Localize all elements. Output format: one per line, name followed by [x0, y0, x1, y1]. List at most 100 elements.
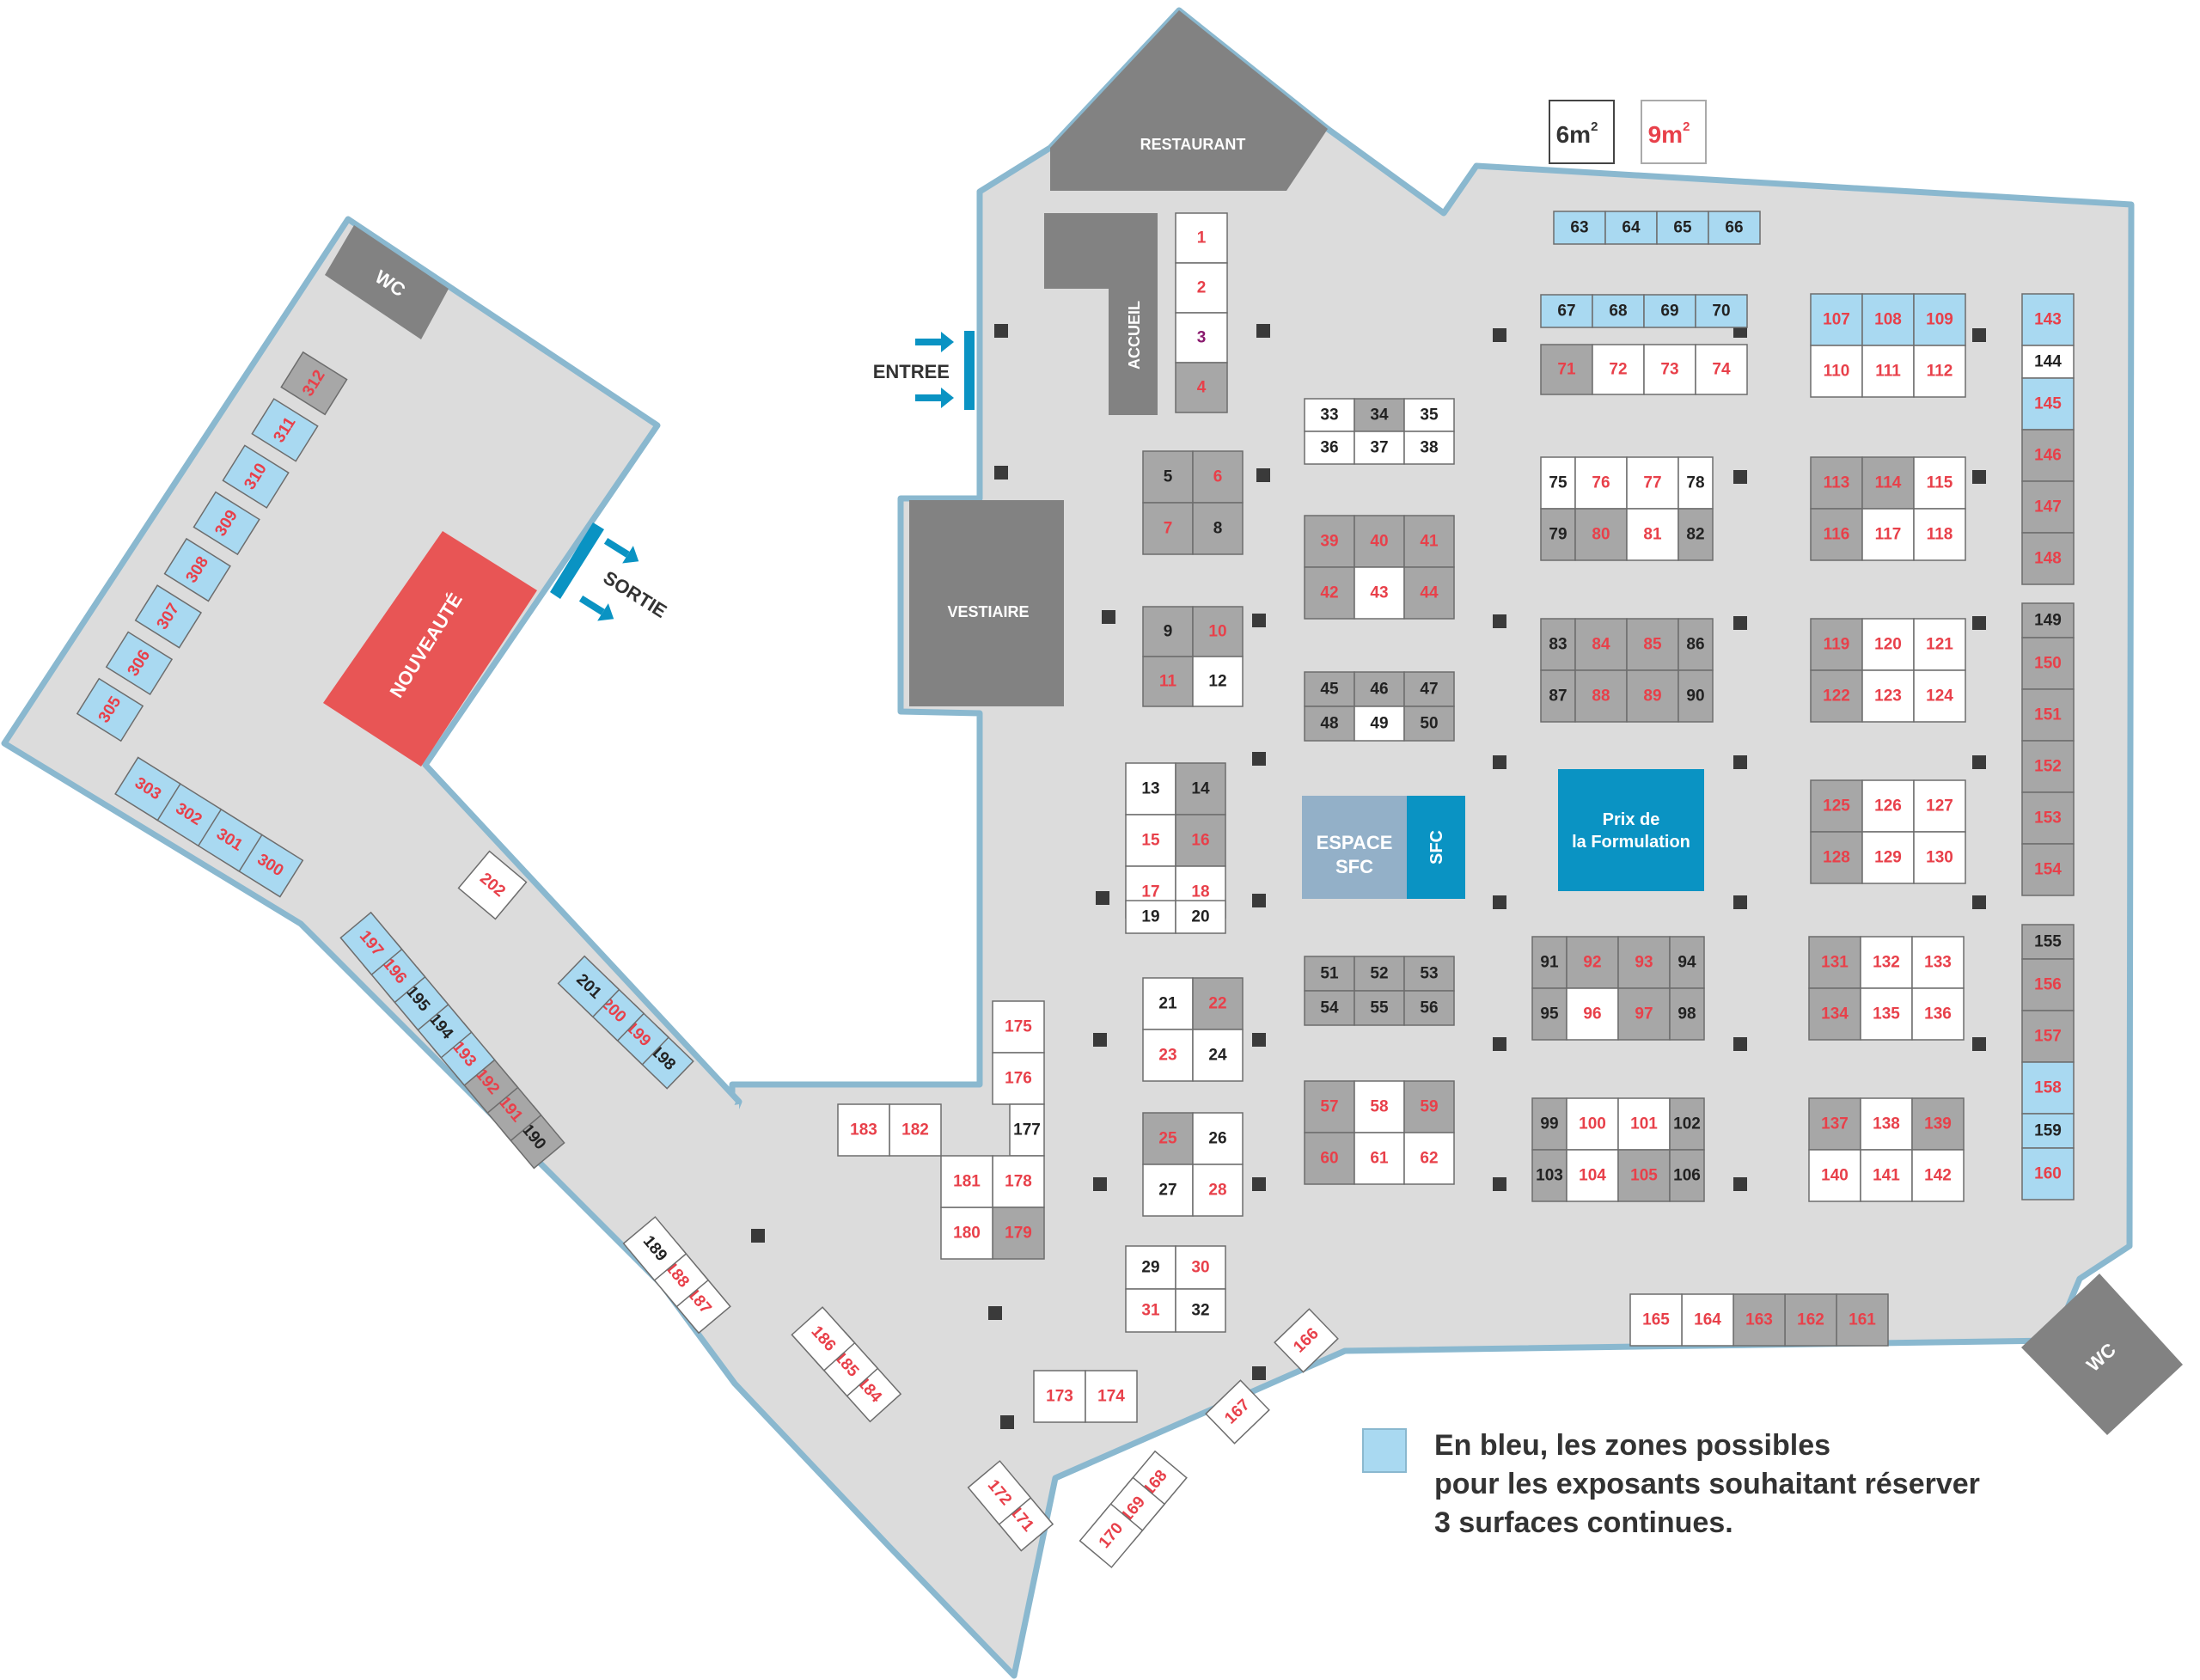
booth-91[interactable]: 91: [1531, 936, 1568, 989]
booth-14[interactable]: 14: [1175, 762, 1226, 816]
booth-6[interactable]: 6: [1192, 450, 1244, 504]
booth-68[interactable]: 68: [1592, 294, 1645, 328]
booth-125[interactable]: 125: [1810, 779, 1863, 833]
booth-305[interactable]: 305: [76, 677, 144, 742]
booth-92[interactable]: 92: [1566, 936, 1619, 989]
booth-166[interactable]: 166: [1274, 1308, 1339, 1373]
booth-146[interactable]: 146: [2021, 429, 2075, 482]
booth-139[interactable]: 139: [1911, 1097, 1965, 1151]
booth-94[interactable]: 94: [1669, 936, 1705, 989]
booth-63[interactable]: 63: [1553, 211, 1606, 245]
booth-120[interactable]: 120: [1861, 618, 1915, 671]
booth-104[interactable]: 104: [1566, 1149, 1619, 1202]
booth-154[interactable]: 154: [2021, 843, 2075, 896]
booth-51[interactable]: 51: [1304, 956, 1355, 992]
booth-79[interactable]: 79: [1540, 508, 1576, 561]
booth-28[interactable]: 28: [1192, 1164, 1244, 1217]
booth-302[interactable]: 302: [155, 782, 223, 847]
booth-99[interactable]: 99: [1531, 1097, 1568, 1151]
booth-202[interactable]: 202: [457, 850, 528, 920]
booth-12[interactable]: 12: [1192, 656, 1244, 707]
booth-58[interactable]: 58: [1354, 1080, 1405, 1133]
booth-95[interactable]: 95: [1531, 987, 1568, 1041]
booth-308[interactable]: 308: [163, 537, 231, 602]
booth-71[interactable]: 71: [1540, 344, 1593, 395]
booth-10[interactable]: 10: [1192, 606, 1244, 657]
booth-180[interactable]: 180: [940, 1207, 993, 1260]
booth-173[interactable]: 173: [1033, 1370, 1086, 1423]
booth-31[interactable]: 31: [1125, 1288, 1176, 1333]
booth-26[interactable]: 26: [1192, 1112, 1244, 1165]
booth-41[interactable]: 41: [1403, 515, 1455, 568]
booth-306[interactable]: 306: [105, 631, 174, 696]
booth-96[interactable]: 96: [1566, 987, 1619, 1041]
booth-106[interactable]: 106: [1669, 1149, 1705, 1202]
booth-8[interactable]: 8: [1192, 502, 1244, 555]
booth-97[interactable]: 97: [1617, 987, 1671, 1041]
booth-61[interactable]: 61: [1354, 1132, 1405, 1185]
booth-147[interactable]: 147: [2021, 480, 2075, 534]
booth-34[interactable]: 34: [1354, 398, 1405, 432]
booth-7[interactable]: 7: [1142, 502, 1194, 555]
booth-176[interactable]: 176: [992, 1052, 1045, 1105]
booth-189[interactable]: 189: [622, 1216, 688, 1281]
booth-143[interactable]: 143: [2021, 293, 2075, 346]
booth-37[interactable]: 37: [1354, 431, 1405, 465]
booth-82[interactable]: 82: [1678, 508, 1714, 561]
booth-85[interactable]: 85: [1626, 618, 1679, 671]
booth-27[interactable]: 27: [1142, 1164, 1194, 1217]
booth-177[interactable]: 177: [1009, 1103, 1045, 1157]
booth-159[interactable]: 159: [2021, 1113, 2075, 1149]
booth-170[interactable]: 170: [1079, 1503, 1144, 1568]
booth-59[interactable]: 59: [1403, 1080, 1455, 1133]
booth-160[interactable]: 160: [2021, 1147, 2075, 1200]
booth-132[interactable]: 132: [1860, 936, 1913, 989]
booth-138[interactable]: 138: [1860, 1097, 1913, 1151]
booth-67[interactable]: 67: [1540, 294, 1593, 328]
booth-186[interactable]: 186: [791, 1306, 856, 1371]
booth-157[interactable]: 157: [2021, 1010, 2075, 1063]
booth-137[interactable]: 137: [1808, 1097, 1861, 1151]
booth-29[interactable]: 29: [1125, 1245, 1176, 1290]
booth-84[interactable]: 84: [1574, 618, 1628, 671]
booth-13[interactable]: 13: [1125, 762, 1176, 816]
booth-108[interactable]: 108: [1861, 293, 1915, 346]
booth-201[interactable]: 201: [557, 955, 620, 1018]
booth-23[interactable]: 23: [1142, 1029, 1194, 1082]
booth-110[interactable]: 110: [1810, 345, 1863, 398]
booth-136[interactable]: 136: [1911, 987, 1965, 1041]
booth-52[interactable]: 52: [1354, 956, 1405, 992]
booth-76[interactable]: 76: [1574, 456, 1628, 510]
booth-128[interactable]: 128: [1810, 831, 1863, 884]
booth-151[interactable]: 151: [2021, 688, 2075, 742]
booth-142[interactable]: 142: [1911, 1149, 1965, 1202]
booth-103[interactable]: 103: [1531, 1149, 1568, 1202]
booth-35[interactable]: 35: [1403, 398, 1455, 432]
booth-83[interactable]: 83: [1540, 618, 1576, 671]
booth-88[interactable]: 88: [1574, 669, 1628, 723]
booth-62[interactable]: 62: [1403, 1132, 1455, 1185]
booth-54[interactable]: 54: [1304, 990, 1355, 1026]
booth-19[interactable]: 19: [1125, 900, 1176, 934]
booth-11[interactable]: 11: [1142, 656, 1194, 707]
booth-156[interactable]: 156: [2021, 958, 2075, 1011]
booth-45[interactable]: 45: [1304, 671, 1355, 707]
booth-144[interactable]: 144: [2021, 345, 2075, 379]
booth-116[interactable]: 116: [1810, 508, 1863, 561]
booth-73[interactable]: 73: [1643, 344, 1696, 395]
booth-131[interactable]: 131: [1808, 936, 1861, 989]
booth-9[interactable]: 9: [1142, 606, 1194, 657]
booth-172[interactable]: 172: [967, 1460, 1032, 1525]
booth-22[interactable]: 22: [1192, 977, 1244, 1030]
booth-60[interactable]: 60: [1304, 1132, 1355, 1185]
booth-126[interactable]: 126: [1861, 779, 1915, 833]
booth-122[interactable]: 122: [1810, 669, 1863, 723]
booth-111[interactable]: 111: [1861, 345, 1915, 398]
booth-25[interactable]: 25: [1142, 1112, 1194, 1165]
booth-16[interactable]: 16: [1175, 814, 1226, 867]
booth-55[interactable]: 55: [1354, 990, 1405, 1026]
booth-124[interactable]: 124: [1913, 669, 1966, 723]
booth-149[interactable]: 149: [2021, 602, 2075, 638]
booth-140[interactable]: 140: [1808, 1149, 1861, 1202]
booth-43[interactable]: 43: [1354, 566, 1405, 620]
